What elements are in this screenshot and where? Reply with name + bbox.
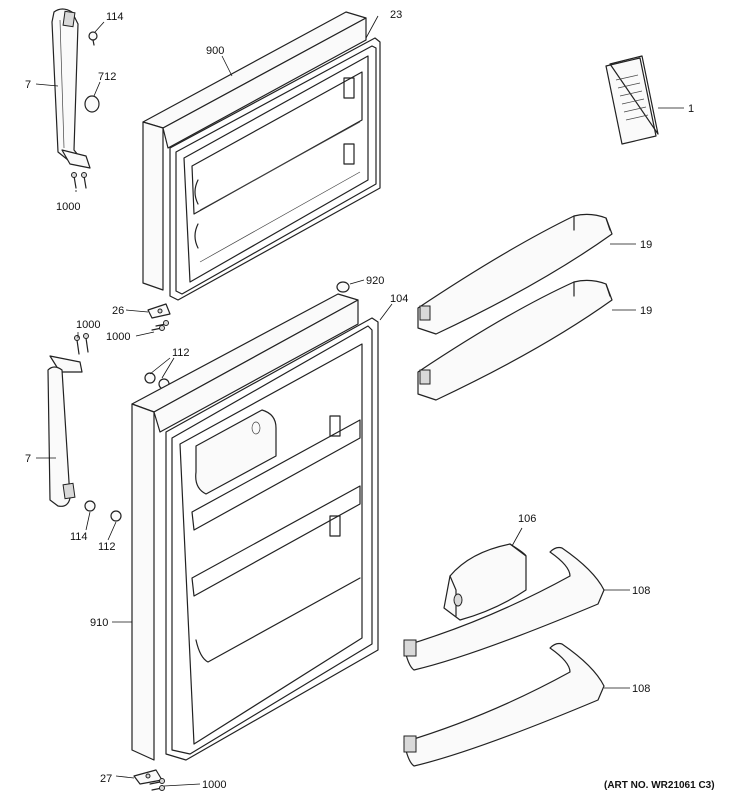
callout-1000-top: 1000 xyxy=(56,201,80,213)
screws-1000-bottom xyxy=(149,778,165,791)
callout-112-bottom: 112 xyxy=(98,541,116,553)
callout-114-bottom: 114 xyxy=(70,531,88,543)
callout-7-bottom: 7 xyxy=(25,453,31,465)
callout-1000-handle: 1000 xyxy=(76,319,100,331)
leader-lines xyxy=(35,15,684,787)
callout-19-upper: 19 xyxy=(640,239,652,251)
callout-1000-hinge: 1000 xyxy=(106,331,130,343)
door-bin-108-lower xyxy=(403,642,605,767)
callout-7-top: 7 xyxy=(25,79,31,91)
door-shelf-19-upper xyxy=(417,213,613,335)
screw-114-top xyxy=(88,31,98,46)
callout-106: 106 xyxy=(518,513,536,525)
screw-114-bottom xyxy=(84,500,96,512)
callout-900: 900 xyxy=(206,45,224,57)
freezer-door-liner xyxy=(183,55,369,283)
cap-712 xyxy=(84,95,100,113)
door-shelf-19-lower xyxy=(417,279,613,401)
callout-23: 23 xyxy=(390,9,402,21)
callout-112-top: 112 xyxy=(172,347,190,359)
freezer-door-outer-900 xyxy=(142,11,367,291)
art-number: (ART NO. WR21061 C3) xyxy=(604,780,715,791)
callout-108-lower: 108 xyxy=(632,683,650,695)
plug-920 xyxy=(336,281,350,293)
screws-1000-handle-mid xyxy=(74,333,89,355)
callout-27: 27 xyxy=(100,773,112,785)
freezer-handle-7 xyxy=(51,8,91,169)
screws-1000-top xyxy=(71,172,87,189)
callout-26: 26 xyxy=(112,305,124,317)
cam-112-bottom xyxy=(110,510,122,522)
fresh-food-door-outer-910 xyxy=(131,293,359,761)
fresh-food-handle-7 xyxy=(47,355,83,507)
callout-920: 920 xyxy=(366,275,384,287)
callout-108-upper: 108 xyxy=(632,585,650,597)
callout-1000-bottom: 1000 xyxy=(202,779,226,791)
fresh-food-liner xyxy=(179,343,363,745)
hinge-26 xyxy=(147,303,171,319)
callout-910: 910 xyxy=(90,617,108,629)
fresh-food-gasket-104 xyxy=(165,317,379,761)
screws-1000-mid xyxy=(151,320,169,331)
manual-booklet-1 xyxy=(605,55,659,145)
door-bin-108-upper xyxy=(403,546,605,671)
callout-19-lower: 19 xyxy=(640,305,652,317)
callout-104: 104 xyxy=(390,293,408,305)
callout-712: 712 xyxy=(98,71,116,83)
callout-114-top: 114 xyxy=(106,11,124,23)
callout-1: 1 xyxy=(688,103,694,115)
freezer-door-gasket-23 xyxy=(169,37,381,301)
